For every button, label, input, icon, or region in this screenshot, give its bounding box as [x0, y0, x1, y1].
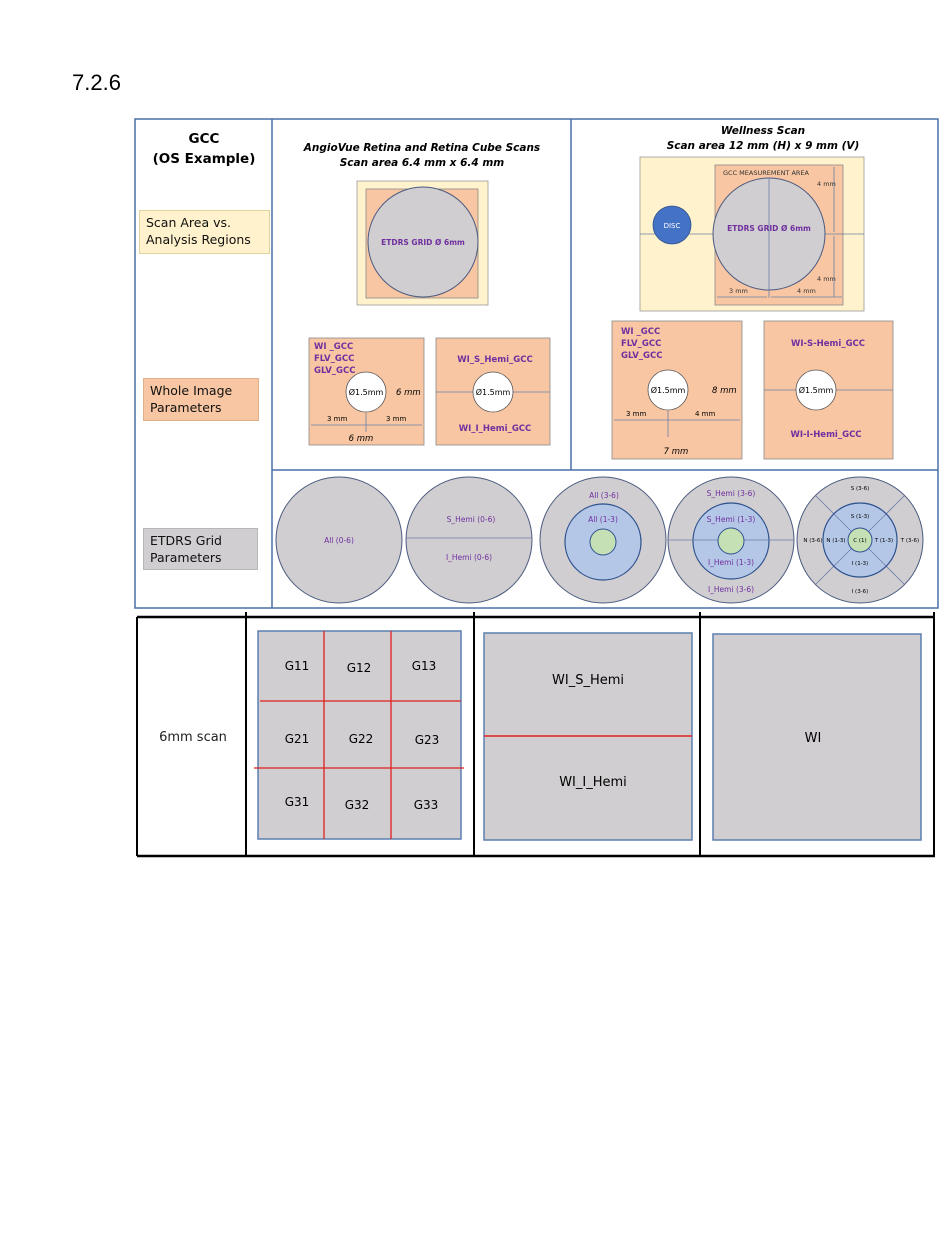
etdrs-hemi-rings: S_Hemi (3-6) S_Hemi (1-3) I_Hemi (1-3) I… [667, 476, 795, 604]
section-number: 7.2.6 [72, 70, 121, 95]
label-line: Analysis Regions [146, 232, 251, 247]
angio-param: WI _GCC [314, 342, 353, 352]
angio-param: FLV_GCC [314, 354, 354, 364]
wellness-grid-label: ETDRS GRID Ø 6mm [727, 224, 811, 233]
grid-cell-label: G11 [285, 659, 310, 673]
angio-param: GLV_GCC [314, 366, 356, 376]
whole-image-row-label: Whole Image Parameters [143, 378, 259, 421]
angio-hemi-diagram: Ø1.5mm WI_S_Hemi_GCC WI_I_Hemi_GCC [435, 337, 551, 446]
scan-area-row-label: Scan Area vs. Analysis Regions [139, 210, 270, 254]
gcc-subtitle: (OS Example) [153, 151, 256, 167]
wellness-param: FLV_GCC [621, 339, 661, 349]
etdrs-label: T (3-6) [900, 538, 919, 544]
grid-cell-label: G23 [415, 733, 440, 747]
wellness-hemi-diagram: Ø1.5mm WI-S-Hemi_GCC WI-I-Hemi_GCC [763, 320, 894, 460]
etdrs-label: C (1) [853, 538, 866, 544]
grid-cell-label: G32 [345, 798, 370, 812]
grid-cell-label: G12 [347, 661, 372, 675]
etdrs-label: I_Hemi (1-3) [708, 558, 754, 567]
angio-dim-left: 3 mm [327, 415, 347, 423]
label-line: Parameters [150, 550, 222, 565]
wellness-s-hemi: WI-S-Hemi_GCC [791, 339, 865, 349]
wellness-hemi-center: Ø1.5mm [799, 385, 834, 395]
etdrs-label: S_Hemi (1-3) [707, 515, 756, 524]
angio-title: AngioVue Retina and Retina Cube Scans [303, 142, 540, 154]
etdrs-label: All (3-6) [589, 491, 619, 500]
wellness-area: Scan area 12 mm (H) x 9 mm (V) [667, 140, 860, 152]
sector-grid [257, 630, 462, 840]
wellness-i-hemi: WI-I-Hemi_GCC [790, 430, 861, 440]
disc-marker [652, 205, 692, 245]
whole-label: WI [805, 731, 822, 746]
etdrs-label: T (1-3) [874, 538, 893, 544]
grid-cell-label: G21 [285, 732, 310, 746]
etdrs-label: N (3-6) [803, 538, 822, 544]
grid-cell-label: G31 [285, 795, 310, 809]
etdrs-label: I_Hemi (3-6) [708, 585, 754, 594]
angio-size-v: 6 mm [396, 388, 421, 398]
gcc-title: GCC [189, 131, 220, 147]
grid-cell-label: G33 [414, 798, 439, 812]
angio-scan-area-diagram: ETDRS GRID Ø 6mm [356, 180, 489, 306]
whole-box [712, 633, 922, 841]
row-label-6mm: 6mm scan [159, 730, 227, 745]
etdrs-all-06: All (0-6) [275, 476, 403, 604]
wellness-dim-left-2: 3 mm [626, 410, 646, 418]
grid-cell-label: G22 [349, 732, 374, 746]
etdrs-label: All (1-3) [588, 515, 618, 524]
angio-area: Scan area 6.4 mm x 6.4 mm [340, 157, 505, 169]
wellness-scan-area-diagram: DISC GCC MEASUREMENT AREA ETDRS GRID Ø 6… [639, 156, 865, 312]
wellness-dim-top: 4 mm [817, 180, 836, 188]
wellness-dim-left: 3 mm [729, 287, 748, 295]
label-line: Scan Area vs. [146, 215, 231, 230]
wellness-param: GLV_GCC [621, 351, 663, 361]
six-mm-table: 6mm scan G11 G12 G13 G21 G22 G23 G31 G32… [136, 612, 935, 858]
etdrs-label: I (3-6) [852, 589, 869, 595]
etdrs-hemi-06: S_Hemi (0-6) I_Hemi (0-6) [405, 476, 533, 604]
etdrs-label: S_Hemi (3-6) [707, 489, 756, 498]
etdrs-label: I (1-3) [852, 561, 869, 567]
wellness-dim-right: 4 mm [797, 287, 816, 295]
hemi-bottom-label: WI_I_Hemi [559, 775, 627, 790]
etdrs-label: S (3-6) [851, 486, 870, 492]
etdrs-label: I_Hemi (0-6) [446, 553, 492, 562]
etdrs-row-label: ETDRS Grid Parameters [143, 528, 258, 570]
label-line: Whole Image [150, 383, 233, 398]
etdrs-label: S (1-3) [851, 514, 870, 520]
label-line: Parameters [150, 400, 222, 415]
wellness-center-label: Ø1.5mm [651, 385, 686, 395]
angio-grid-label: ETDRS GRID Ø 6mm [381, 238, 465, 247]
angio-whole-image-diagram: WI _GCC FLV_GCC GLV_GCC Ø1.5mm 6 mm 3 mm… [308, 337, 425, 446]
wellness-dim-right-2: 4 mm [695, 410, 715, 418]
grid-cell-label: G13 [412, 659, 437, 673]
angio-hemi-center: Ø1.5mm [476, 387, 511, 397]
etdrs-label: N (1-3) [826, 538, 845, 544]
etdrs-label: S_Hemi (0-6) [447, 515, 496, 524]
label-line: ETDRS Grid [150, 533, 222, 548]
wellness-size-h: 7 mm [664, 447, 689, 457]
disc-label: DISC [664, 222, 681, 230]
wellness-size-v: 8 mm [712, 386, 737, 396]
etdrs-sectors: S (3-6) S (1-3) N (3-6) N (1-3) C (1) T … [796, 476, 924, 604]
angio-i-hemi: WI_I_Hemi_GCC [459, 424, 532, 434]
angio-center-label: Ø1.5mm [349, 387, 384, 397]
etdrs-label: All (0-6) [324, 536, 354, 545]
hemi-top-label: WI_S_Hemi [552, 673, 624, 688]
angio-size-h: 6 mm [349, 434, 374, 444]
wellness-title: Wellness Scan [721, 125, 805, 137]
angio-s-hemi: WI_S_Hemi_GCC [457, 355, 533, 365]
angio-dim-right: 3 mm [386, 415, 406, 423]
measurement-area-label: GCC MEASUREMENT AREA [723, 169, 810, 177]
wellness-dim-bottom: 4 mm [817, 275, 836, 283]
wellness-param: WI _GCC [621, 327, 660, 337]
etdrs-all-rings: All (3-6) All (1-3) [539, 476, 667, 604]
gcc-figure: GCC (OS Example) AngioVue Retina and Ret… [134, 118, 939, 609]
wellness-whole-image-diagram: WI _GCC FLV_GCC GLV_GCC Ø1.5mm 8 mm 3 mm… [611, 320, 743, 460]
